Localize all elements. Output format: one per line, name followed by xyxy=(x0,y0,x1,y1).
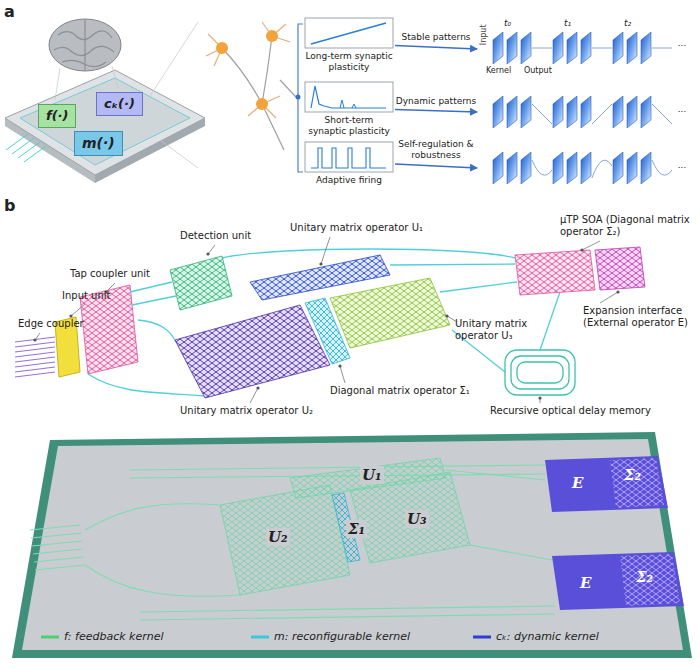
part-label: Edge coupler xyxy=(18,318,84,330)
plasticity-plot: Short-term synaptic plasticity xyxy=(305,82,393,137)
part-label: Tap coupler unit xyxy=(70,268,150,280)
legend-text: cₖ: dynamic kernel xyxy=(496,630,599,643)
kernel-label: f(·) xyxy=(46,108,68,124)
legend-sample xyxy=(250,632,270,642)
flow-arrow xyxy=(395,164,477,168)
time-step-label: t₀ xyxy=(504,18,511,29)
part-label: Input xyxy=(479,24,489,45)
part-label: Kernel xyxy=(486,66,511,76)
legend-sample-line xyxy=(41,635,59,638)
part-label: Expansion interface (External operator E… xyxy=(583,305,695,329)
part-label: Unitary matrix operator U₃ xyxy=(455,318,555,342)
edge-label: Self-regulation & robustness xyxy=(394,139,478,161)
operator-symbol: Σ₂ xyxy=(622,466,643,484)
part-label: Input unit xyxy=(62,290,110,302)
kernel-box: m(·) xyxy=(74,131,123,156)
panel-letter: b xyxy=(4,196,15,215)
flow-arrow xyxy=(395,46,477,50)
kernel-box: f(·) xyxy=(38,104,76,128)
part-label: Detection unit xyxy=(180,230,251,242)
time-step-label: t₂ xyxy=(624,18,631,29)
legend-text: m: reconfigurable kernel xyxy=(274,630,410,643)
operator-symbol: E xyxy=(578,574,593,592)
legend-sample-line xyxy=(473,635,491,638)
operator-symbol: U₃ xyxy=(405,510,429,528)
kernel-label: m(·) xyxy=(82,135,115,152)
part-label: Unitary matrix operator U₁ xyxy=(290,222,423,234)
edge-label: Dynamic patterns xyxy=(394,96,478,107)
legend-item: f: feedback kernel xyxy=(40,630,164,643)
kernel-label: cₖ(·) xyxy=(104,96,135,112)
time-step-label: ... xyxy=(678,104,687,115)
plot-caption: Short-term synaptic plasticity xyxy=(305,115,393,137)
part-label: Unitary matrix operator U₂ xyxy=(180,405,313,417)
legend-sample-line xyxy=(251,635,269,638)
time-step-label: ... xyxy=(678,160,687,171)
plasticity-plot: Adaptive firing xyxy=(305,142,393,186)
legend-item: m: reconfigurable kernel xyxy=(250,630,410,643)
part-label: Diagonal matrix operator Σ₁ xyxy=(330,385,470,397)
legend-text: f: feedback kernel xyxy=(64,630,164,643)
time-step-label: ... xyxy=(678,38,687,49)
part-label: Output xyxy=(524,66,552,76)
kernel-box: cₖ(·) xyxy=(96,92,143,116)
panel-letter: a xyxy=(4,2,15,21)
operator-symbol: U₁ xyxy=(360,466,384,484)
plot-caption: Adaptive firing xyxy=(305,175,393,186)
pattern-sequence: ... xyxy=(478,92,695,132)
part-label: Recursive optical delay memory xyxy=(490,405,651,417)
flow-arrow xyxy=(395,110,477,113)
plasticity-plot: Long-term synaptic plasticity xyxy=(305,18,393,73)
operator-symbol: U₂ xyxy=(266,528,290,546)
operator-symbol: Σ₁ xyxy=(346,520,367,538)
operator-symbol: Σ₂ xyxy=(634,568,655,586)
part-label: μTP SOA (Diagonal matrix operator Σ₂) xyxy=(560,214,695,238)
legend-item: cₖ: dynamic kernel xyxy=(472,630,599,643)
time-step-label: t₁ xyxy=(564,18,571,29)
legend-sample xyxy=(472,632,492,642)
legend-sample xyxy=(40,632,60,642)
plot-caption: Long-term synaptic plasticity xyxy=(305,51,393,73)
pattern-sequence: ... xyxy=(478,148,695,188)
edge-label: Stable patterns xyxy=(394,32,478,43)
operator-symbol: E xyxy=(570,474,585,492)
